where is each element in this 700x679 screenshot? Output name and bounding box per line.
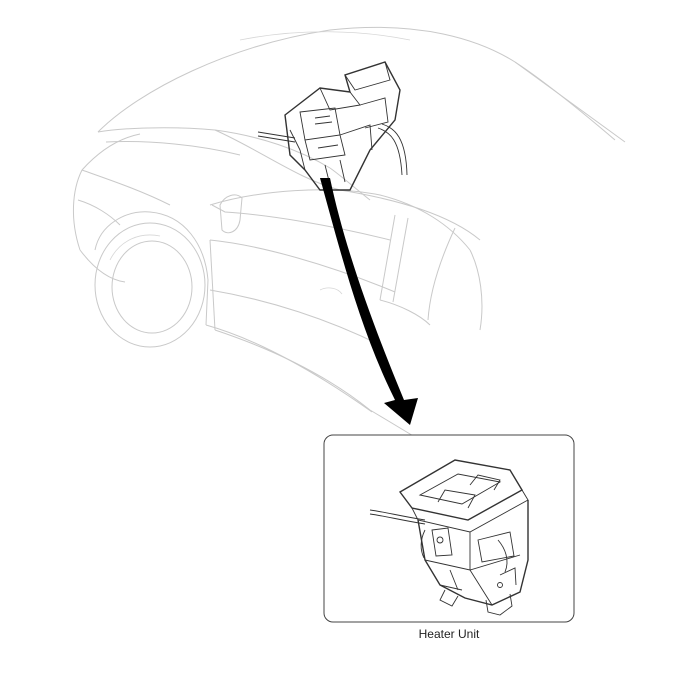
pointer-arrow bbox=[320, 178, 418, 425]
heater-unit-in-vehicle bbox=[257, 61, 408, 191]
callout-label: Heater Unit bbox=[418, 627, 480, 641]
heater-unit-detail bbox=[369, 459, 529, 616]
car-outline bbox=[73, 26, 626, 441]
callout-inset-box bbox=[323, 434, 575, 623]
